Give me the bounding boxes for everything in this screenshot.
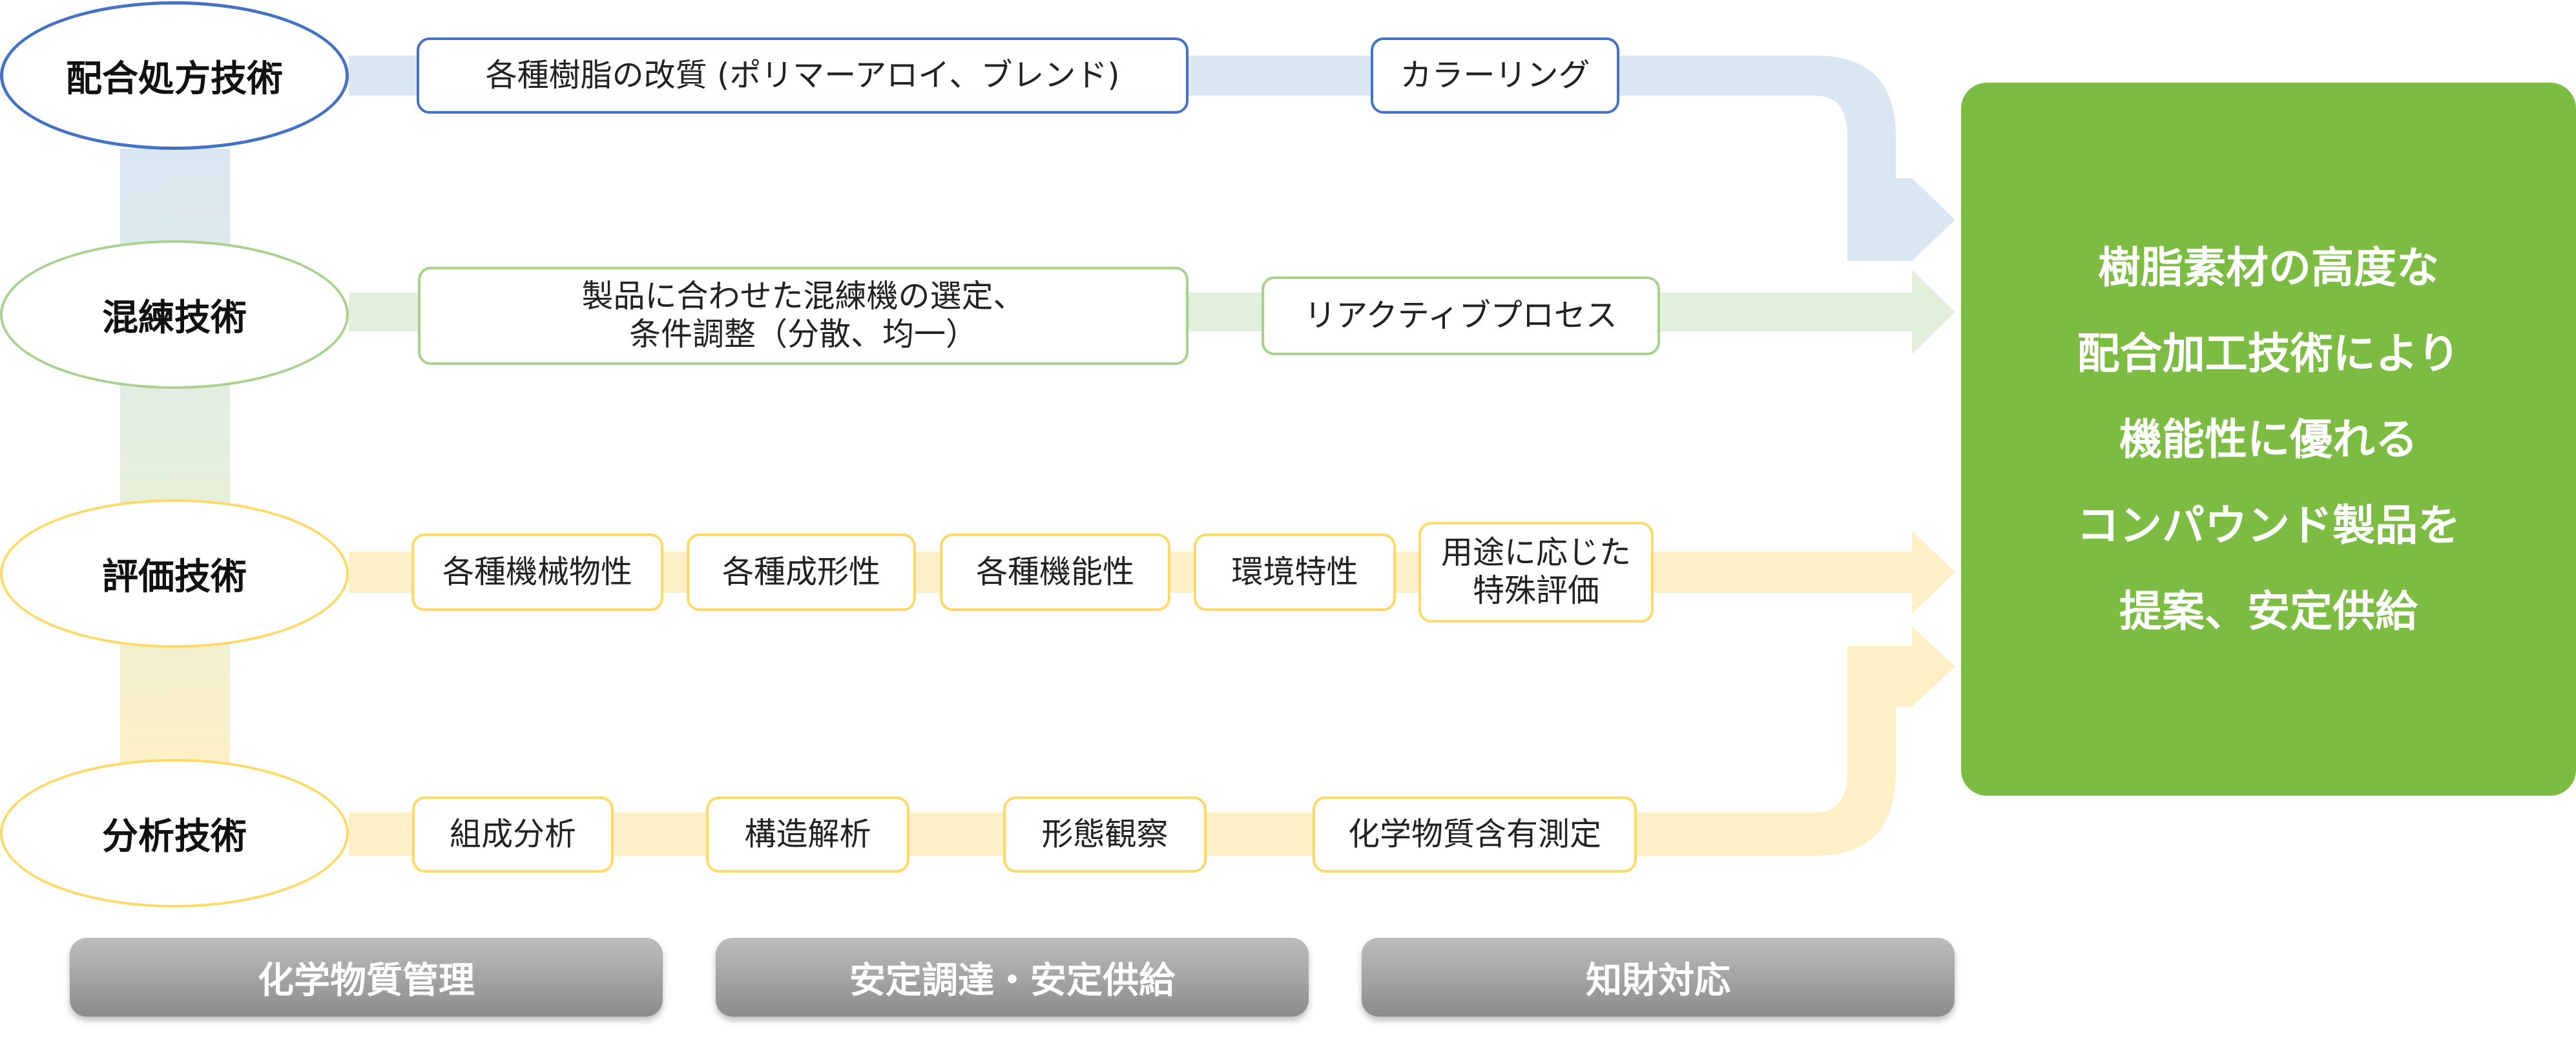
item-moldability: 各種成形性 [687, 534, 916, 611]
item-morphology: 形態観察 [1003, 796, 1207, 873]
row-label-compounding: 配合処方技術 [0, 1, 349, 150]
row-label-kneading: 混練技術 [0, 240, 349, 389]
result-line: コンパウンド製品を [2077, 500, 2460, 550]
row-label-analysis: 分析技術 [0, 759, 349, 907]
item-coloring: カラーリング [1371, 37, 1619, 114]
result-line: 提案、安定供給 [2119, 586, 2418, 636]
item-special-evaluation: 用途に応じた 特殊評価 [1418, 522, 1654, 623]
result-box: 樹脂素材の高度な 配合加工技術により 機能性に優れる コンパウンド製品を 提案、… [1961, 83, 2576, 796]
bar-stable-supply: 安定調達・安定供給 [716, 938, 1309, 1017]
item-composition-analysis: 組成分析 [412, 796, 614, 873]
item-mechanical-properties: 各種機械物性 [411, 534, 663, 611]
row-label-evaluation: 評価技術 [0, 499, 349, 648]
item-reactive-process: リアクティブプロセス [1262, 276, 1660, 355]
bar-chemical-management: 化学物質管理 [70, 938, 663, 1017]
item-resin-modification: 各種樹脂の改質 (ポリマーアロイ、ブレンド) [417, 37, 1189, 114]
item-mixer-selection: 製品に合わせた混練機の選定、 条件調整（分散、均一） [418, 267, 1189, 365]
result-line: 機能性に優れる [2119, 414, 2418, 464]
result-line: 配合加工技術により [2077, 328, 2460, 378]
item-functionality: 各種機能性 [940, 534, 1170, 611]
bar-ip-response: 知財対応 [1362, 938, 1955, 1017]
item-substance-measurement: 化学物質含有測定 [1313, 796, 1637, 873]
item-structure-analysis: 構造解析 [706, 796, 909, 873]
item-environmental: 環境特性 [1194, 534, 1396, 611]
result-line: 樹脂素材の高度な [2098, 242, 2439, 293]
